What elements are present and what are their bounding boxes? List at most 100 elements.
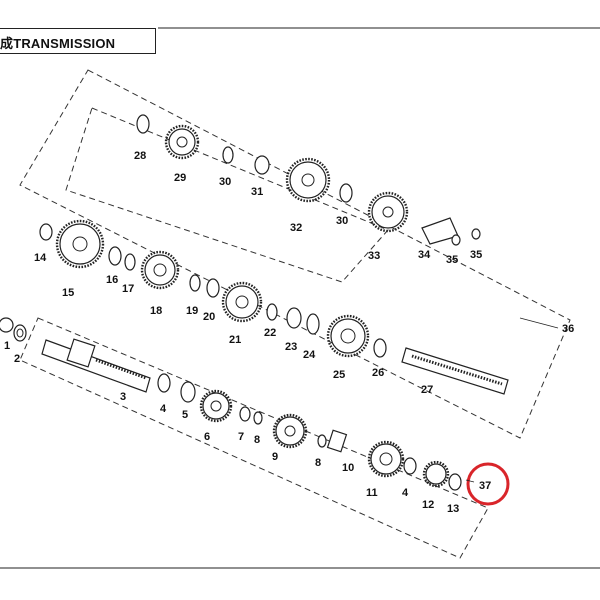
part-label: 14	[34, 252, 47, 264]
part-label: 26	[372, 367, 384, 379]
part-18-bore	[153, 263, 167, 277]
part-3-spline-gear	[66, 338, 96, 368]
part-label: 34	[418, 249, 431, 261]
part-23-bushing	[286, 307, 302, 329]
part-25-teeth	[326, 314, 370, 358]
leader-37	[465, 479, 475, 483]
part-28-washer	[136, 114, 150, 134]
part-31-bushing	[254, 155, 270, 175]
part-4-collar	[157, 373, 171, 393]
part-6-teeth	[199, 389, 233, 423]
part-label: 21	[229, 334, 241, 346]
part-9-bore	[284, 425, 296, 437]
part-8-snap-ring	[253, 411, 263, 425]
part-32-teeth	[285, 157, 331, 203]
part-label: 19	[186, 305, 198, 317]
part-label: 17	[122, 283, 134, 295]
part-6-bore	[210, 400, 222, 412]
part-label: 4	[402, 487, 409, 499]
part-21-teeth	[221, 281, 263, 323]
part-33-bore	[382, 206, 394, 218]
part-30b-washer	[339, 183, 353, 203]
part-label: 9	[272, 451, 278, 463]
part-4b-collar	[403, 457, 417, 475]
part-label: 37	[479, 480, 491, 492]
part-label: 24	[303, 349, 316, 361]
part-label: 30	[336, 215, 348, 227]
part-label: 12	[422, 499, 434, 511]
part-label: 27	[421, 384, 433, 396]
part-label: 10	[342, 462, 354, 474]
part-label: 25	[333, 369, 345, 381]
part-15-bore	[72, 236, 88, 252]
part-label: 23	[285, 341, 297, 353]
part-label: 1	[4, 340, 10, 352]
diagram-title-box: 成TRANSMISSION	[0, 28, 156, 54]
part-17-washer	[124, 253, 136, 271]
part-label: 35	[470, 249, 482, 261]
part-10-bushing	[326, 429, 348, 453]
part-24-washer	[306, 313, 320, 335]
part-35-bolt	[451, 234, 461, 246]
part-label: 8	[254, 434, 260, 446]
part-label: 11	[366, 487, 378, 499]
part-9-teeth	[272, 413, 308, 449]
part-27-splines	[411, 354, 503, 386]
part-19-snap-ring	[189, 274, 201, 292]
part-label: 16	[106, 274, 118, 286]
part-5-bushing	[180, 381, 196, 403]
part-labels: 1 2 3 4 5 6 7 8 9 8 10 11 4 12 13 14 15 …	[4, 150, 574, 515]
part-12-gear	[425, 463, 447, 485]
part-22-washer	[266, 303, 278, 321]
part-18-teeth	[140, 250, 180, 290]
part-30-washer	[222, 146, 234, 164]
part-label: 3	[120, 391, 126, 403]
part-label: 35	[446, 254, 458, 266]
part-2-hole	[16, 328, 24, 338]
part-12-teeth	[422, 460, 450, 488]
part-25-bore	[340, 328, 356, 344]
part-14-washer	[39, 223, 53, 241]
part-label: 22	[264, 327, 276, 339]
part-27-countershaft	[401, 347, 509, 395]
part-11-bore	[379, 452, 393, 466]
part-label: 32	[290, 222, 302, 234]
part-label: 20	[203, 311, 215, 323]
part-13-washer	[448, 473, 462, 491]
part-8b-snap-ring	[317, 434, 327, 448]
part-label: 4	[160, 403, 167, 415]
leader-36	[519, 317, 559, 329]
part-label: 5	[182, 409, 188, 421]
part-label: 29	[174, 172, 186, 184]
part-label: 28	[134, 150, 146, 162]
part-label: 7	[238, 431, 244, 443]
part-label: 6	[204, 431, 210, 443]
part-33-teeth	[367, 191, 409, 233]
countershaft-assembly-box	[19, 69, 571, 439]
part-label: 13	[447, 503, 459, 515]
part-label: 36	[562, 323, 574, 335]
part-label: 33	[368, 250, 380, 262]
part-label: 18	[150, 305, 162, 317]
part-label: 8	[315, 457, 321, 469]
part-32-bore	[301, 173, 315, 187]
part-label: 31	[251, 186, 263, 198]
part-15-teeth	[55, 219, 105, 269]
part-3-mainshaft	[41, 339, 151, 393]
diagram-title: 成TRANSMISSION	[0, 36, 116, 51]
callout-circle	[466, 462, 510, 506]
part-7-washer	[239, 406, 251, 422]
part-35b-bolt	[471, 228, 481, 240]
part-label: 30	[219, 176, 231, 188]
part-1-snap-ring	[0, 317, 14, 333]
part-label: 2	[14, 353, 20, 365]
part-29-bore	[176, 136, 188, 148]
part-label: 15	[62, 287, 74, 299]
part-26-collar	[373, 338, 387, 358]
part-21-bore	[235, 295, 249, 309]
output-subassembly-box	[65, 107, 389, 283]
part-20-washer	[206, 278, 220, 298]
part-16-bushing	[108, 246, 122, 266]
part-29-teeth	[164, 124, 200, 160]
